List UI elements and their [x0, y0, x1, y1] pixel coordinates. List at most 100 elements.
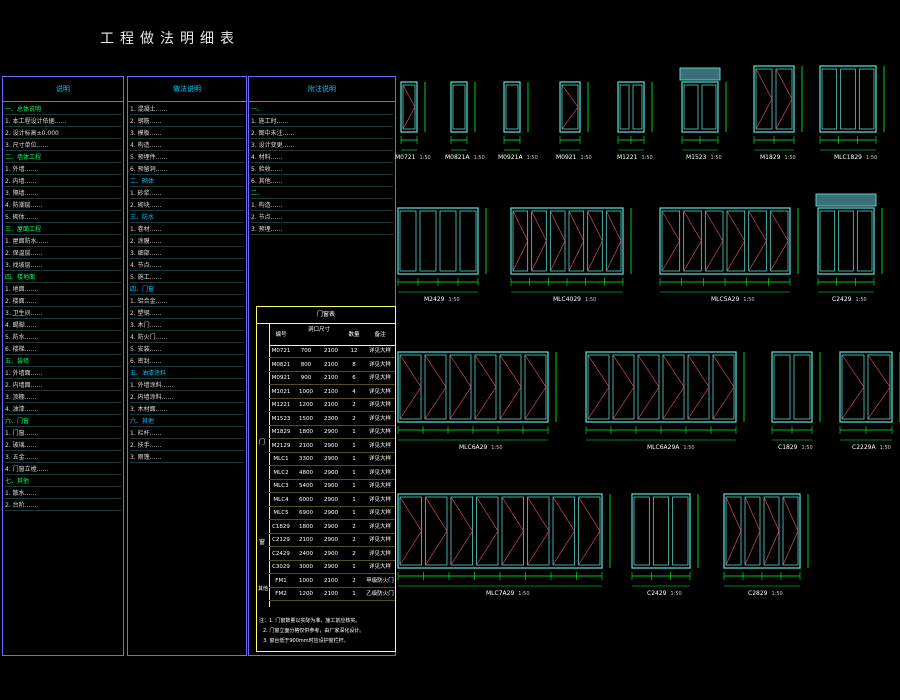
sash-panel — [587, 210, 603, 272]
schedule-cell: 甲级防火门 — [366, 577, 394, 584]
spec-row: 3. 预埋…… — [251, 225, 393, 235]
window-frame — [723, 493, 801, 569]
spec-row: 3. 隔墙…… — [5, 189, 121, 199]
window-frame — [681, 81, 719, 133]
spec-row: 1. 外墙面…… — [5, 369, 121, 379]
schedule-cell: 2 — [352, 523, 356, 530]
spec-row: 1. 外墙涂料…… — [130, 381, 244, 391]
opening-line — [755, 68, 773, 130]
schedule-cell: MLC4 — [273, 496, 289, 503]
elevation-scale: 1:50 — [526, 155, 538, 161]
spec-row: 二、墙体工程 — [5, 153, 121, 163]
sash-panel — [524, 354, 547, 420]
spec-row: 2. 涂膜…… — [130, 237, 244, 247]
sash-panel — [612, 354, 635, 420]
schedule-cell: 2900 — [324, 564, 338, 570]
schedule-cell: M1221 — [271, 402, 291, 408]
spec-row: 4. 防潮层…… — [5, 201, 121, 211]
schedule-group-window: 窗 — [259, 539, 266, 546]
spec-panel-3-header: 附注说明 — [249, 77, 395, 102]
schedule-cell: 2900 — [324, 469, 338, 476]
elevation-scale: 1:50 — [784, 155, 796, 161]
elevation-scale: 1:50 — [855, 297, 867, 303]
schedule-cell: 详见大样 — [368, 429, 391, 435]
opening-line — [512, 210, 529, 272]
schedule-cell: 1 — [352, 429, 356, 435]
schedule-cell: 2100 — [299, 537, 313, 543]
opening-line — [687, 354, 710, 420]
spec-row: 3. 木材面…… — [130, 405, 244, 415]
schedule-col-note: 备注 — [374, 332, 386, 338]
sash-panel — [687, 354, 710, 420]
schedule-cell: 详见大样 — [368, 523, 391, 530]
sash-panel — [425, 496, 448, 566]
schedule-cell: 3300 — [299, 456, 313, 462]
schedule-cell: 1 — [352, 591, 356, 597]
schedule-cell: M0921 — [271, 375, 291, 381]
window-frame — [617, 81, 645, 133]
spec-row: 2. 塑钢…… — [130, 309, 244, 319]
elevation-scale: 1:50 — [419, 155, 431, 161]
spec-row: 三、屋面工程 — [5, 225, 121, 235]
elevation-scale: 1:50 — [683, 445, 695, 451]
schedule-cell: 2100 — [324, 388, 338, 395]
sash-panel — [725, 496, 742, 566]
schedule-cell: M0821 — [271, 361, 291, 368]
schedule-cell: 2900 — [324, 550, 338, 557]
spec-row: 1. 施工时…… — [251, 117, 393, 127]
schedule-cell: 详见大样 — [368, 564, 391, 570]
spec-row: 六、门窗 — [5, 417, 121, 427]
window-frame — [771, 351, 813, 423]
schedule-cell: 2 — [352, 415, 356, 422]
schedule-cell: 详见大样 — [368, 442, 391, 449]
schedule-cell: 详见大样 — [368, 348, 391, 354]
schedule-cell: 详见大样 — [368, 510, 391, 516]
opening-line — [841, 354, 865, 420]
schedule-cell: 2100 — [299, 442, 313, 449]
spec-row: 5. 防水…… — [5, 333, 121, 343]
elevation-scale: 1:50 — [491, 445, 503, 451]
spec-row: 3. 木门…… — [130, 321, 244, 331]
elevation-scale: 1:50 — [448, 297, 460, 303]
window-frame — [753, 65, 795, 133]
sash-panel — [672, 496, 689, 566]
schedule-cell: 6 — [352, 375, 356, 381]
spec-row: 2. 钢筋…… — [130, 117, 244, 127]
schedule-cell: 2100 — [324, 361, 338, 368]
schedule-cell: MLC2 — [273, 469, 289, 476]
sash-panel — [459, 210, 477, 272]
sash-panel — [527, 496, 550, 566]
schedule-cell: 详见大样 — [368, 550, 391, 557]
spec-row: 2. 节点…… — [251, 213, 393, 223]
schedule-group-other: 其他 — [258, 586, 269, 592]
schedule-cell: 6900 — [299, 510, 313, 516]
opening-line — [705, 210, 724, 272]
sash-panel — [419, 210, 437, 272]
opening-line — [450, 496, 473, 566]
schedule-cell: 800 — [300, 361, 312, 368]
opening-line — [552, 496, 575, 566]
spec-row: 五、油漆涂料 — [130, 369, 244, 379]
window-frame — [559, 81, 581, 133]
opening-line — [578, 496, 601, 566]
opening-line — [661, 210, 681, 272]
spec-row: 1. 构造…… — [251, 201, 393, 211]
spec-row: 1. 混凝土…… — [130, 105, 244, 115]
elevation-id: M0921A — [498, 154, 523, 161]
sash-panel — [858, 68, 875, 130]
elevation-id: C2429 — [832, 296, 852, 303]
sash-panel — [402, 84, 416, 130]
schedule-cell: 5400 — [299, 483, 313, 489]
opening-line — [425, 496, 448, 566]
sash-panel — [632, 84, 643, 130]
opening-line — [527, 496, 550, 566]
